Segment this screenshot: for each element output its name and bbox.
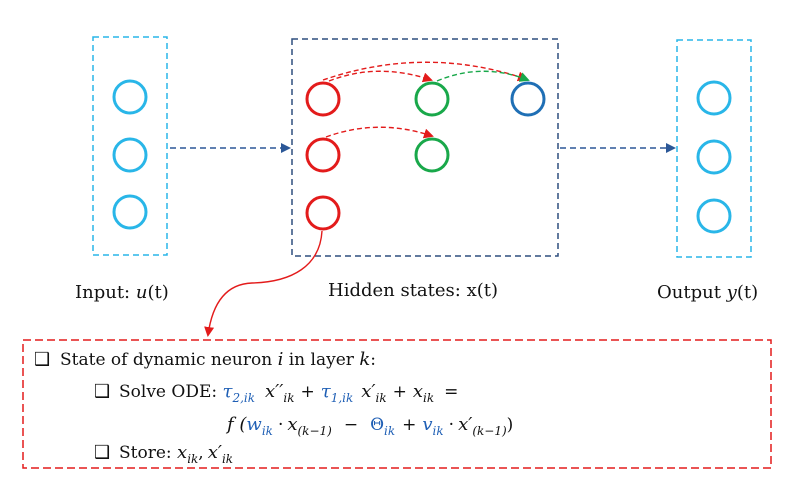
output-layer: [676, 39, 752, 258]
hidden-layer-box: [291, 38, 559, 257]
red-arrow-short-top: [328, 70, 433, 83]
info-box-border: [22, 339, 772, 469]
input-layer-box: [92, 36, 168, 256]
store-description: Store: xik,x′ik: [119, 442, 233, 466]
output-neuron-3: [696, 198, 732, 234]
hidden-label: Hidden states: x(t): [328, 280, 498, 301]
hidden-neuron-red-1: [305, 81, 341, 117]
hidden-neuron-green-2: [414, 137, 450, 173]
hidden-neuron-blue: [510, 81, 546, 117]
output-label: Output y(t): [657, 282, 758, 303]
input-neuron-1: [112, 79, 148, 115]
output-neuron-2: [696, 139, 732, 175]
hidden-neuron-green-1: [414, 81, 450, 117]
bullet-1-icon: ❑: [34, 349, 50, 370]
red-arrow-long: [322, 61, 528, 82]
bullet-2-icon: ❑: [94, 381, 110, 402]
hidden-neuron-red-2: [305, 137, 341, 173]
input-neuron-3: [112, 194, 148, 230]
output-neuron-1: [696, 80, 732, 116]
bullet-3-icon: ❑: [94, 442, 110, 463]
info-box: ❑ State of dynamic neuron i in layer k: …: [22, 339, 772, 469]
output-layer-box: [676, 39, 752, 258]
ode-right-hand-side: f (wik·x(k−1)−Θik+vik·x′(k−1)): [225, 414, 513, 438]
red-arrow-short-middle: [325, 126, 434, 139]
input-neuron-2: [112, 137, 148, 173]
green-arrow: [436, 70, 530, 82]
hidden-layer: [291, 38, 559, 257]
input-label: Input: u(t): [75, 282, 169, 303]
red-connector-curve: [204, 230, 323, 337]
input-layer: [92, 36, 168, 256]
hidden-neuron-red-3: [305, 195, 341, 231]
state-description: State of dynamic neuron i in layer k:: [60, 349, 376, 370]
